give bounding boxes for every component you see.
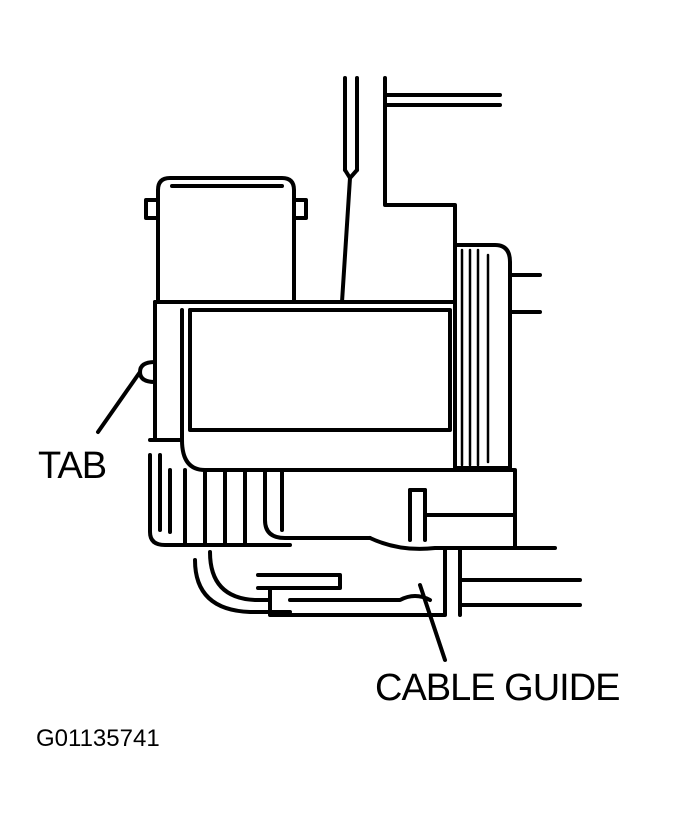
cable (458, 546, 582, 607)
connector-cap (144, 176, 308, 304)
figure-id: G01135741 (36, 725, 160, 752)
connector-body (148, 300, 457, 472)
ribbed-collar (453, 243, 542, 470)
cable-guide-leader-line (418, 583, 447, 662)
tab-leader-line (96, 370, 142, 434)
tab-label: TAB (38, 445, 106, 487)
mounting-bracket (340, 76, 502, 304)
latch-assembly (148, 453, 517, 617)
cable-guide-label: CABLE GUIDE (375, 667, 620, 709)
tab-nub (138, 360, 157, 384)
